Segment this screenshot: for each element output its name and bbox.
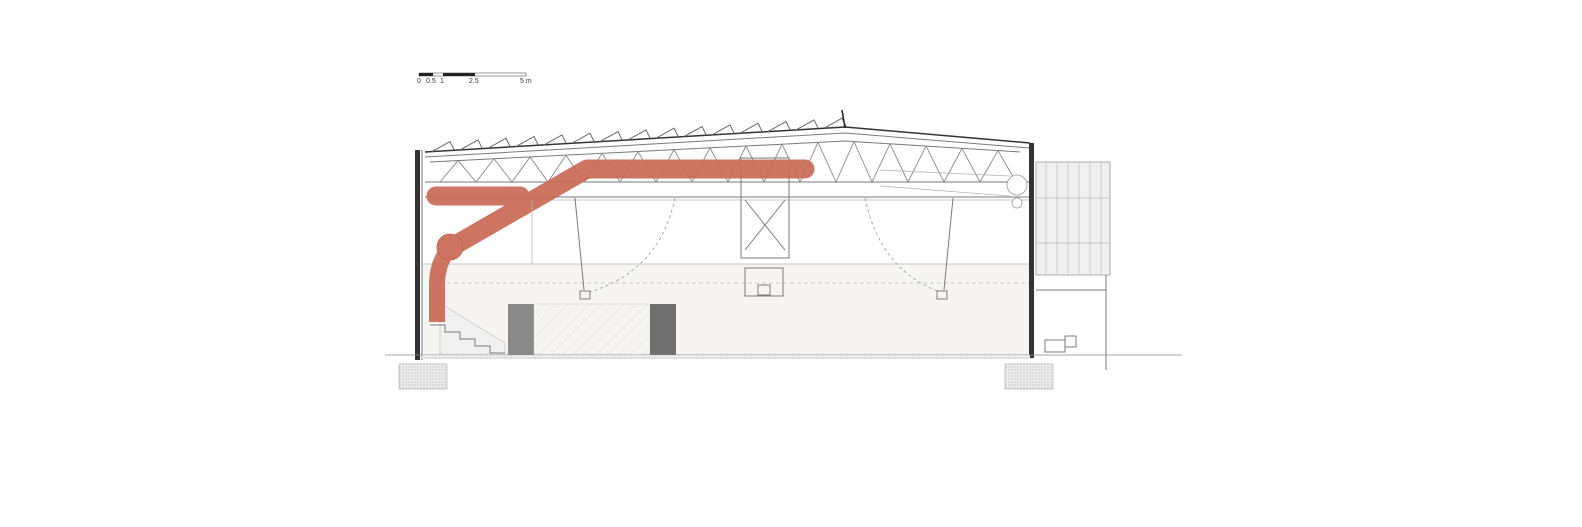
floor-slab xyxy=(422,355,1030,359)
roof-vent xyxy=(841,109,846,129)
basketball-hoop-frame xyxy=(740,157,790,297)
solar-panel xyxy=(515,135,539,148)
truss-diagonal xyxy=(889,143,909,183)
scale-bar-segment xyxy=(419,73,433,76)
right-wall xyxy=(1029,143,1034,358)
dark-panel-right xyxy=(650,304,676,357)
truss-diagonal xyxy=(925,145,945,183)
duct-outline-small xyxy=(1011,197,1023,209)
truss-diagonal xyxy=(547,154,567,183)
solar-panel xyxy=(795,119,819,131)
truss-diagonal xyxy=(979,150,999,183)
solar-panel xyxy=(543,134,567,146)
truss-diagonal xyxy=(511,156,531,183)
truss-diagonal xyxy=(475,158,495,183)
solar-panel xyxy=(711,124,735,136)
truss-diagonal xyxy=(961,148,981,183)
left-wall xyxy=(415,150,533,360)
truss-diagonal xyxy=(907,145,927,183)
truss-diagonal xyxy=(457,160,477,183)
duct-elbow xyxy=(436,233,464,261)
roof xyxy=(424,109,1031,158)
scale-label-0-5: 0.5 xyxy=(426,78,436,85)
solar-panel xyxy=(487,137,511,149)
scale-bar: 0 0.5 1 2.5 5 m xyxy=(417,72,532,85)
scale-label-0: 0 xyxy=(417,78,421,85)
duct-outline-right xyxy=(879,169,1011,177)
equipment-box xyxy=(1064,335,1077,348)
hatched-panel xyxy=(533,303,651,358)
scale-label-2-5: 2.5 xyxy=(469,78,479,85)
scale-label-5m: 5 m xyxy=(520,78,532,85)
retractable-hoops xyxy=(574,197,954,300)
equipment-box xyxy=(1044,339,1066,353)
dark-panel-left xyxy=(508,304,534,357)
solar-panel xyxy=(627,129,651,141)
solar-panel xyxy=(431,140,455,153)
solar-panel xyxy=(683,125,707,138)
duct-main-run xyxy=(440,159,815,258)
annex-canopy xyxy=(1035,161,1111,370)
solar-panel xyxy=(599,130,623,143)
roof-solar-panels xyxy=(431,117,847,153)
hoop xyxy=(757,284,771,296)
truss-diagonal xyxy=(943,148,963,183)
solar-panel xyxy=(655,127,679,139)
footing-right xyxy=(1004,363,1054,390)
duct-outline-right-lower xyxy=(879,185,1011,197)
truss-diagonal xyxy=(529,156,549,183)
truss-diagonal xyxy=(817,142,837,183)
duct-outline-round xyxy=(1006,174,1028,196)
scale-label-1: 1 xyxy=(440,78,444,85)
truss-diagonal xyxy=(871,143,891,183)
footing-left xyxy=(398,363,448,390)
truss-diagonal xyxy=(493,158,513,183)
roof-underside xyxy=(424,132,1031,158)
ventilation-duct xyxy=(426,159,815,322)
end-wall-panels xyxy=(508,303,676,358)
solar-panel xyxy=(767,120,791,133)
solar-panel xyxy=(739,122,763,134)
ground xyxy=(385,354,1182,390)
truss-diagonal xyxy=(853,141,873,183)
truss-diagonal xyxy=(835,141,855,183)
solar-panel xyxy=(459,139,483,151)
scale-bar-segment xyxy=(443,73,475,76)
truss-diagonal xyxy=(439,160,459,183)
solar-panel xyxy=(571,132,595,144)
backboard xyxy=(744,267,784,297)
